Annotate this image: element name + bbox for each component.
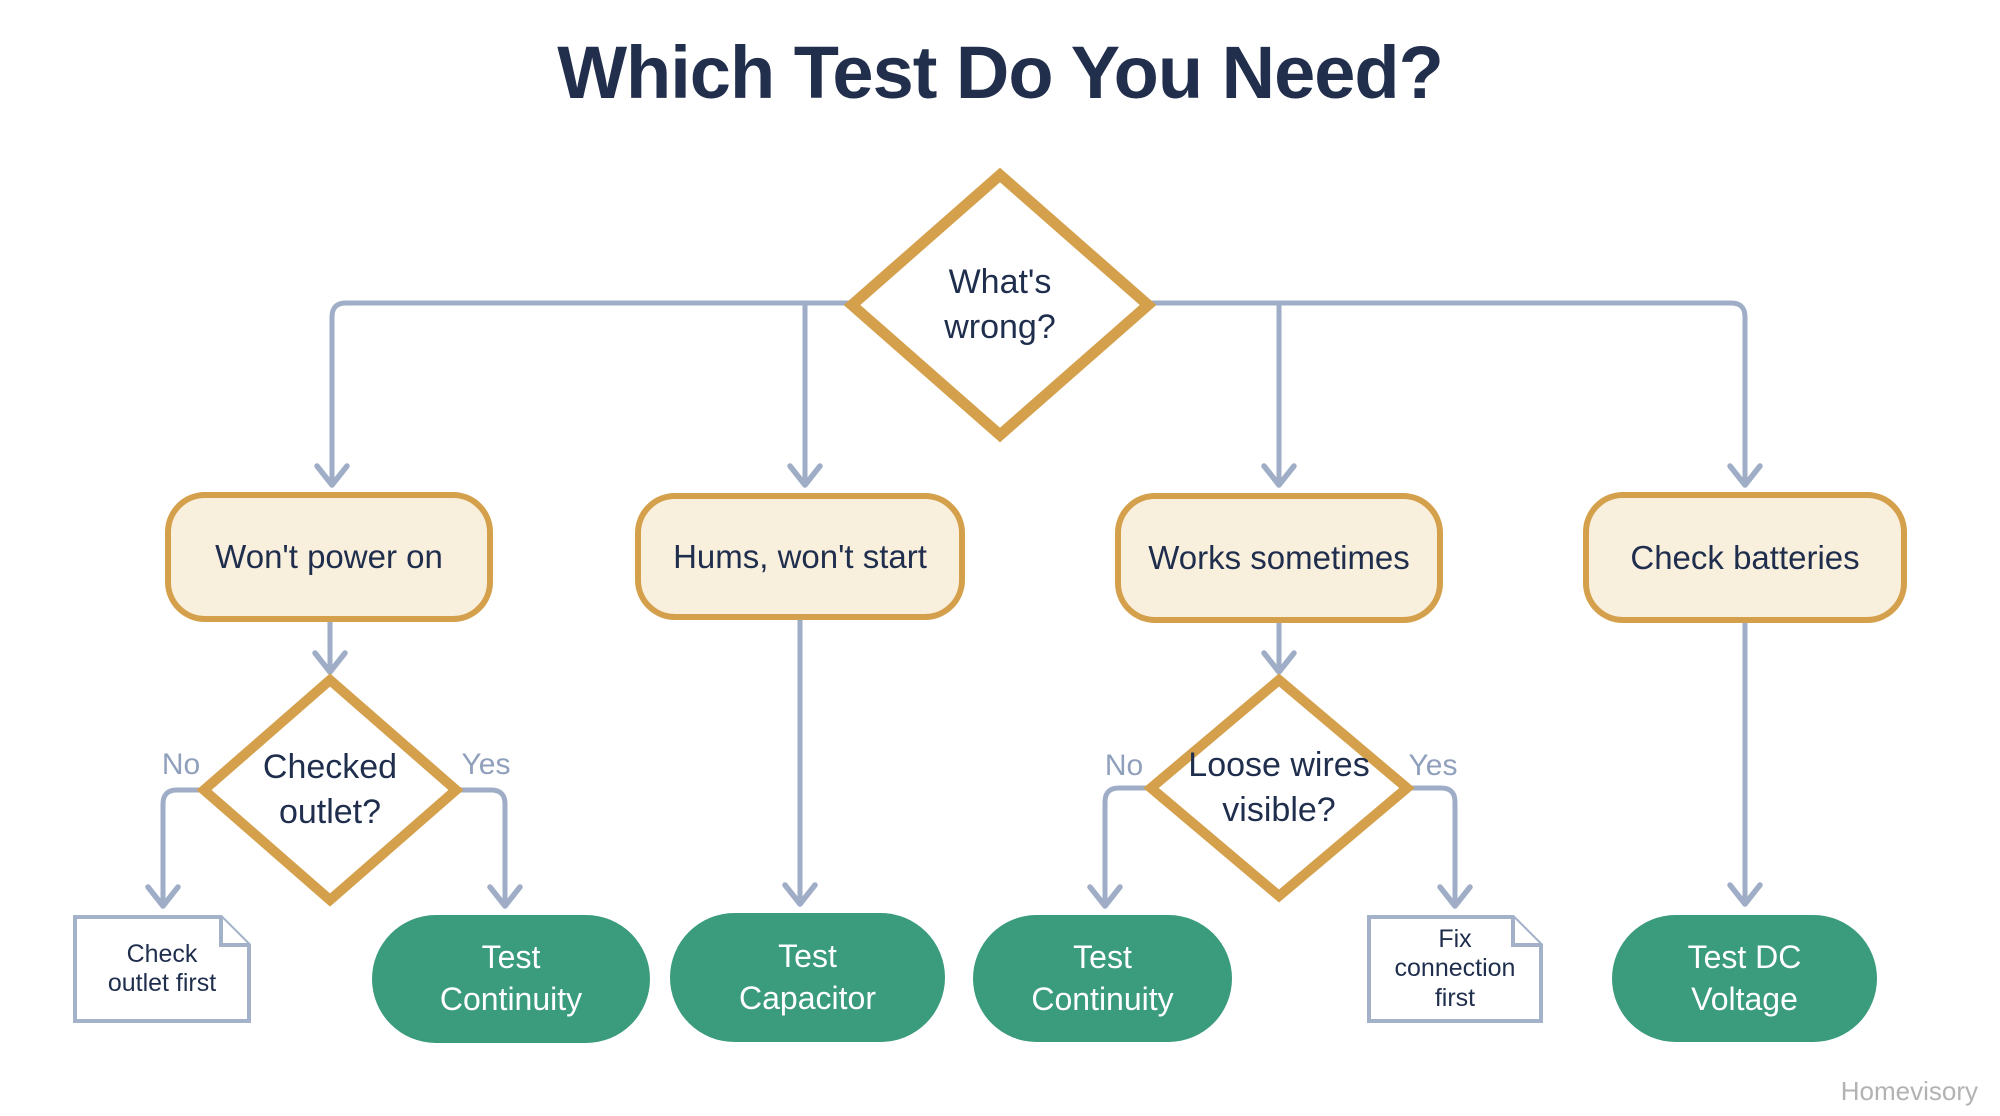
edge-root-to-wont-power-on: [329, 300, 854, 487]
decision-whats-wrong-label: What's wrong?: [944, 263, 1056, 346]
arrowhead-to-checked-outlet: [312, 650, 348, 675]
edge-label-no-loose-wires: No: [1104, 749, 1144, 782]
arrowhead-yes-to-fix-connection: [1437, 884, 1473, 909]
node-fix-connection-first: Fix connection first: [1367, 915, 1543, 1023]
document-outline: [73, 915, 251, 1023]
arrowhead-no-to-test-continuity-2: [1087, 884, 1123, 909]
document-outline: [1367, 915, 1543, 1023]
arrowhead-no-to-check-outlet-first: [145, 884, 181, 909]
node-check-outlet-first: Check outlet first: [73, 915, 251, 1023]
decision-loose-wires-label: Loose wires visible?: [1188, 746, 1370, 829]
document-shape: [73, 915, 251, 1023]
edge-loose-wires-yes: [1404, 785, 1458, 908]
decision-checked-outlet-shape: [196, 673, 464, 907]
node-test-dc-voltage: Test DC Voltage: [1612, 915, 1877, 1042]
node-check-batteries: Check batteries: [1583, 492, 1907, 623]
decision-loose-wires-shape: [1143, 673, 1415, 903]
edge-label-no-checked-outlet: No: [161, 748, 201, 781]
arrowhead-to-works-sometimes: [1261, 463, 1297, 488]
note-label: Check outlet first: [107, 939, 217, 998]
page-title: Which Test Do You Need?: [557, 31, 1444, 114]
watermark: Homevisory: [1840, 1076, 1978, 1106]
node-test-continuity-1: Test Continuity: [372, 915, 650, 1043]
arrowhead-to-test-capacitor: [782, 882, 818, 907]
edge-loose-wires-no: [1102, 785, 1154, 908]
edge-checked-outlet-no: [160, 787, 207, 908]
node-test-capacitor: Test Capacitor: [670, 913, 945, 1042]
node-hums-wont-start: Hums, won't start: [635, 493, 965, 620]
edge-label-yes-loose-wires: Yes: [1408, 749, 1458, 782]
folded-corner-icon: [219, 917, 249, 947]
node-test-continuity-2: Test Continuity: [973, 915, 1232, 1042]
edge-root-to-check-batteries: [1146, 300, 1748, 487]
node-works-sometimes: Works sometimes: [1115, 493, 1443, 623]
node-wont-power-on: Won't power on: [165, 492, 493, 622]
arrowhead-to-hums: [787, 463, 823, 488]
edge-checked-outlet-yes: [453, 787, 508, 908]
edge-label-yes-checked-outlet: Yes: [461, 748, 511, 781]
arrowhead-to-test-dc: [1727, 882, 1763, 907]
decision-whats-wrong-shape: [843, 167, 1157, 443]
folded-corner-icon: [1511, 917, 1541, 947]
arrowhead-yes-to-test-continuity-1: [487, 884, 523, 909]
arrowhead-to-wont-power-on: [314, 463, 350, 488]
decision-checked-outlet-label: Checked outlet?: [262, 748, 398, 831]
note-label: Fix connection first: [1394, 924, 1516, 1012]
document-shape: [1367, 915, 1543, 1023]
arrowhead-to-loose-wires: [1261, 650, 1297, 675]
arrowhead-to-check-batteries: [1727, 463, 1763, 488]
